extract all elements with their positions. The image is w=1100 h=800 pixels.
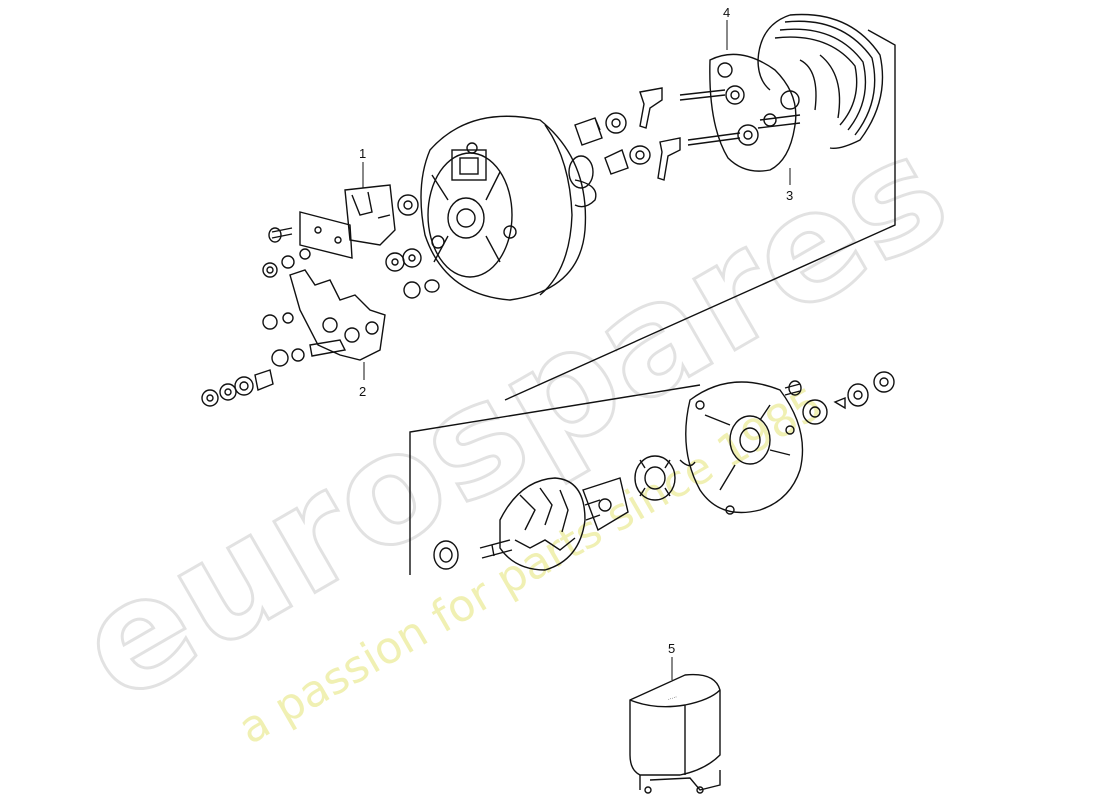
bearing-large bbox=[634, 455, 676, 501]
watermark: eurospares a passion for parts since 198… bbox=[50, 100, 979, 755]
nut-left-a bbox=[262, 262, 278, 278]
washer-brush-b bbox=[385, 248, 422, 272]
callout-4: 4 bbox=[723, 5, 730, 20]
bearing-small bbox=[433, 540, 459, 570]
screw-lower bbox=[784, 383, 801, 396]
spacer-sleeve-b bbox=[604, 149, 629, 175]
nut-left-c bbox=[262, 312, 294, 330]
o-ring bbox=[568, 155, 594, 189]
front-housing bbox=[679, 381, 804, 515]
nut-upper bbox=[629, 145, 651, 165]
lower-bracket-line bbox=[409, 384, 701, 575]
upper-assembly bbox=[420, 13, 896, 401]
rotor bbox=[499, 477, 601, 571]
rectifier-plate bbox=[289, 269, 386, 361]
through-bolt-a bbox=[679, 89, 726, 101]
terminal-clip-a bbox=[639, 87, 663, 129]
nut-left-b bbox=[281, 248, 311, 269]
rotor-shaft bbox=[479, 539, 513, 559]
brush-assembly bbox=[201, 184, 440, 407]
voltage-regulator: ..... bbox=[629, 673, 721, 794]
callout-1: 1 bbox=[359, 146, 366, 161]
washer-upper-a bbox=[605, 112, 627, 134]
brush-holder bbox=[344, 184, 396, 246]
callout-5: 5 bbox=[668, 641, 675, 656]
nut-lower-right bbox=[802, 371, 895, 425]
stator bbox=[757, 13, 884, 150]
callout-3: 3 bbox=[786, 188, 793, 203]
bearing-flange bbox=[582, 477, 629, 532]
through-bolt-b bbox=[687, 132, 741, 146]
washer-row-bottom bbox=[201, 369, 274, 407]
nut-left-d bbox=[271, 348, 305, 367]
svg-text:.....: ..... bbox=[666, 692, 677, 702]
callout-leaders bbox=[362, 20, 791, 680]
cover-plate bbox=[299, 211, 353, 259]
washer-brush-a bbox=[397, 194, 419, 216]
lower-assembly bbox=[409, 371, 895, 575]
callout-labels: 1 2 3 4 5 bbox=[359, 5, 793, 656]
watermark-brand: eurospares bbox=[51, 101, 977, 736]
screw-small bbox=[271, 227, 293, 239]
alternator-housing bbox=[420, 115, 597, 301]
upper-bracket-line bbox=[504, 29, 896, 401]
callout-2: 2 bbox=[359, 384, 366, 399]
nut-brush bbox=[403, 279, 440, 299]
rear-bracket bbox=[709, 53, 801, 172]
terminal-clip-b bbox=[657, 137, 681, 181]
spacer-sleeve bbox=[574, 117, 603, 146]
